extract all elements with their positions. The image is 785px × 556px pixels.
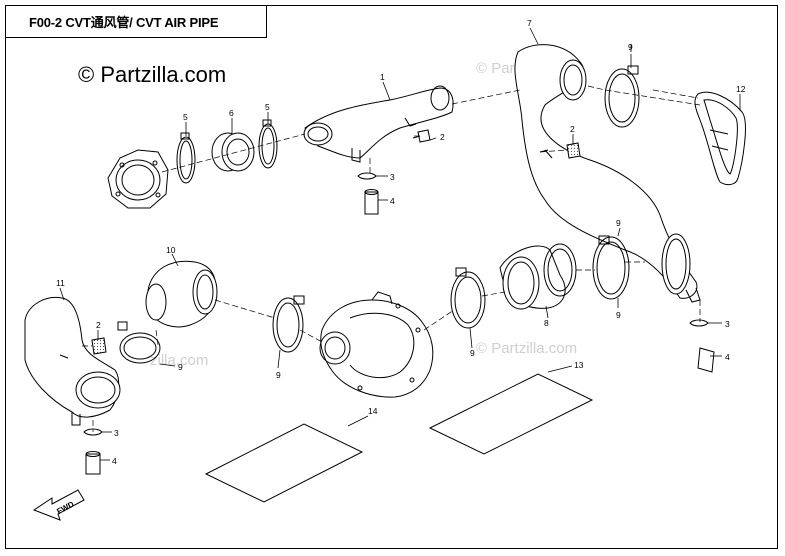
callout-9: 9	[628, 42, 633, 52]
assembly-lines	[82, 85, 701, 432]
hose-clamp-part-9-left	[117, 321, 161, 364]
title-box: F00-2 CVT通风管/ CVT AIR PIPE	[5, 5, 267, 38]
leader-lines	[59, 27, 741, 461]
callout-6: 6	[229, 108, 234, 118]
callout-3: 3	[114, 428, 119, 438]
bellows-part-8	[499, 243, 577, 310]
flange-adapter	[107, 149, 169, 209]
document-sheet-part-14	[204, 423, 364, 503]
callout-9: 9	[276, 370, 281, 380]
callout-2: 2	[570, 124, 575, 134]
callout-9: 9	[616, 310, 621, 320]
callout-13: 13	[574, 360, 584, 370]
callout-1: 1	[380, 72, 385, 82]
faint-watermark: © Partzilla.com	[476, 340, 578, 357]
callout-3: 3	[725, 319, 730, 329]
hose-clamp-part-9-mid-right-b	[450, 267, 486, 329]
rubber-ring-part-6	[211, 132, 255, 172]
callout-11: 11	[56, 278, 65, 288]
diagram-frame	[5, 5, 778, 549]
callout-14: 14	[368, 406, 378, 416]
callout-7: 7	[527, 18, 532, 28]
clip-part-3-upper-left	[357, 172, 377, 180]
callout-2: 2	[96, 320, 101, 330]
hose-clamp-part-9-center	[272, 295, 305, 353]
fwd-arrow-icon	[32, 489, 85, 521]
callout-5: 5	[265, 102, 270, 112]
watermark: © Partzilla.com	[78, 62, 227, 87]
callout-9: 9	[470, 348, 475, 358]
clamp-part-2-left	[91, 337, 107, 355]
callout-2: 2	[440, 132, 445, 142]
document-sheet-part-13	[428, 373, 594, 455]
callout-4: 4	[112, 456, 117, 466]
hose-clamp-part-5-left	[176, 132, 196, 184]
callout-9: 9	[178, 362, 183, 372]
callout-4: 4	[390, 196, 395, 206]
callout-3: 3	[390, 172, 395, 182]
hose-clamp-part-9-mid-right-a	[592, 235, 630, 300]
air-inlet-part-12	[694, 91, 746, 186]
plug-part-4-upper-left	[364, 189, 379, 215]
hose-clamp-part-9-upper-right	[604, 65, 640, 128]
duct-part-11	[24, 296, 121, 426]
plug-part-4-right	[697, 347, 715, 373]
plug-part-4-left	[85, 451, 101, 475]
clip-part-3-right	[689, 319, 709, 327]
air-pipe-part-7	[514, 44, 701, 303]
callout-9: 9	[616, 218, 621, 228]
elbow-part-10	[145, 260, 218, 328]
cvt-cover	[319, 291, 434, 398]
page-title: F00-2 CVT通风管/ CVT AIR PIPE	[29, 14, 219, 30]
callout-labels: 1 2 2 2 3 3 3 4 4 4 5 5 6 7 8 9 9 9 9 9 …	[55, 18, 745, 516]
callout-5: 5	[183, 112, 188, 122]
callout-12: 12	[736, 84, 746, 94]
air-pipe-part-1	[303, 85, 454, 163]
callout-4: 4	[725, 352, 730, 362]
callout-10: 10	[166, 245, 176, 255]
callout-8: 8	[544, 318, 549, 328]
